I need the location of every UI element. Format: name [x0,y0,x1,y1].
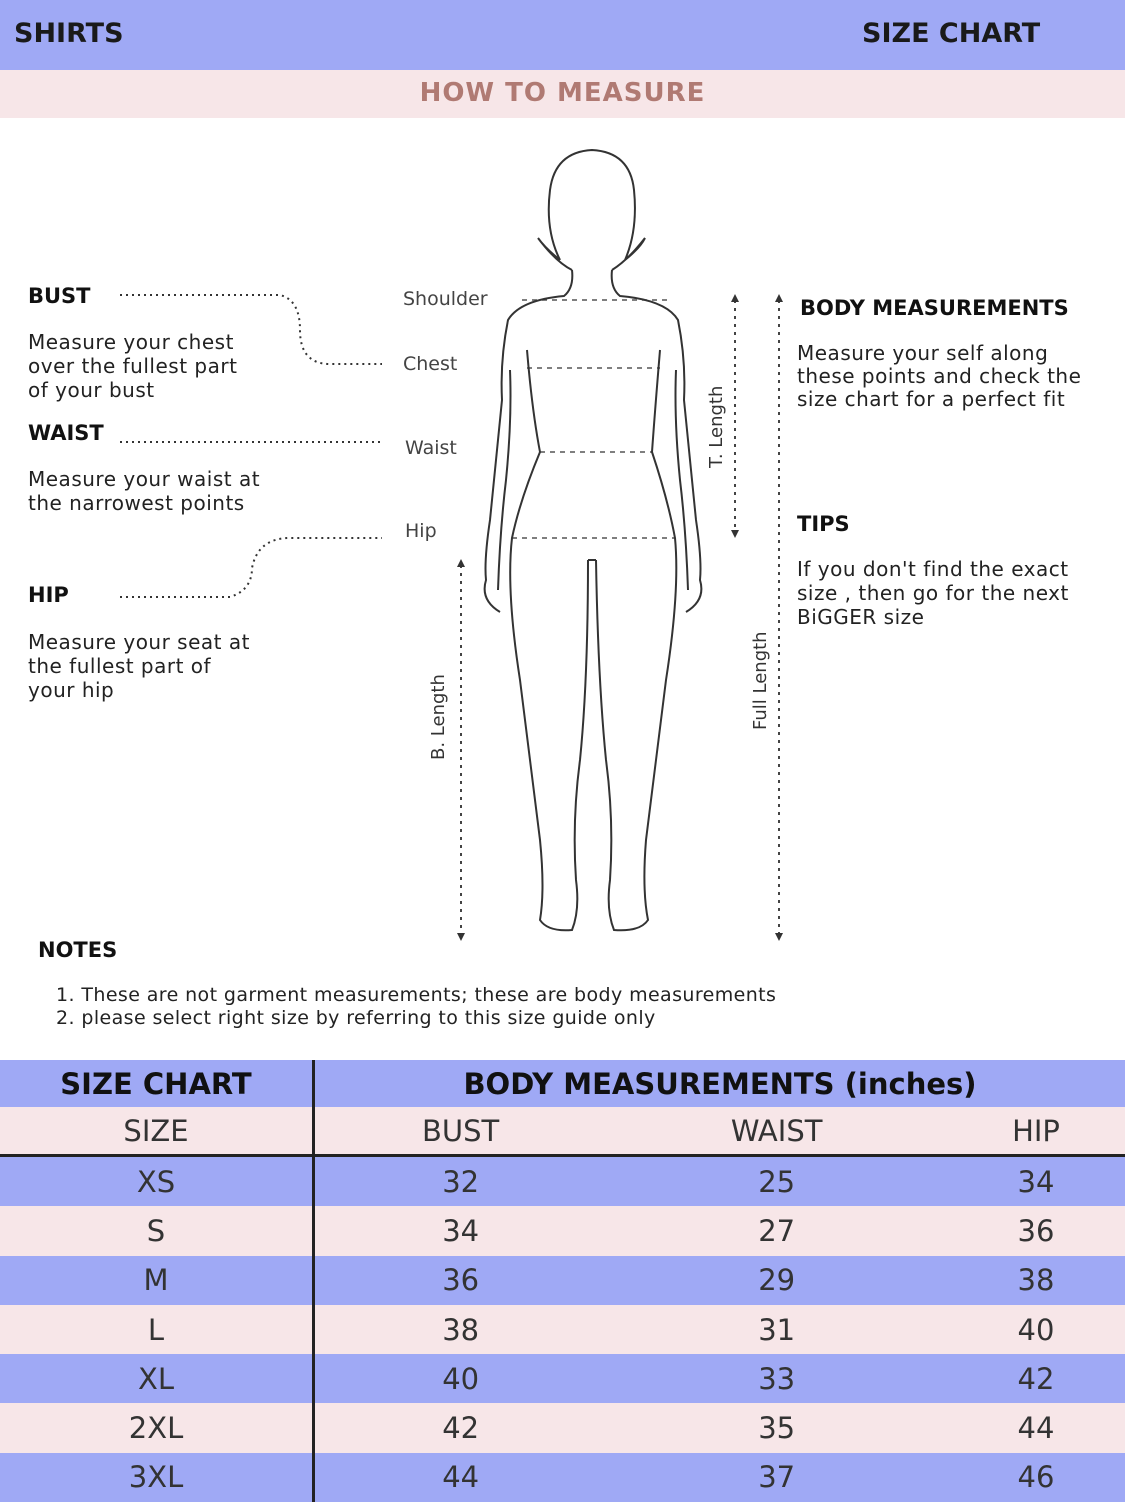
bust-cell: 36 [314,1256,607,1305]
notes-heading: NOTES [38,938,117,962]
bust-cell: 32 [314,1156,607,1207]
waist-cell: 37 [606,1453,947,1502]
waist-cell: 27 [606,1206,947,1255]
table-title: SIZE CHART [0,1060,314,1107]
length-arrows [461,300,779,935]
column-header: WAIST [606,1107,947,1156]
column-header: BUST [314,1107,607,1156]
hip-cell: 42 [947,1354,1125,1403]
size-cell: XL [0,1354,314,1403]
size-cell: 3XL [0,1453,314,1502]
hip-cell: 44 [947,1403,1125,1452]
top-header-bar: SHIRTS SIZE CHART [0,0,1125,70]
hip-cell: 38 [947,1256,1125,1305]
chart-title: SIZE CHART [862,18,1040,49]
bust-leader-line [120,295,382,364]
size-cell: XS [0,1156,314,1207]
table-row: XL 40 33 42 [0,1354,1125,1403]
bust-cell: 38 [314,1305,607,1354]
table-row: M 36 29 38 [0,1256,1125,1305]
waist-cell: 31 [606,1305,947,1354]
hip-leader-line [120,538,382,597]
note-item: 2. please select right size by referring… [56,1007,776,1030]
category-title: SHIRTS [14,18,124,49]
waist-cell: 35 [606,1403,947,1452]
table-title-row: SIZE CHART BODY MEASUREMENTS (inches) [0,1060,1125,1107]
size-cell: S [0,1206,314,1255]
how-to-measure-title: HOW TO MEASURE [0,78,1125,108]
table-row: L 38 31 40 [0,1305,1125,1354]
note-item: 1. These are not garment measurements; t… [56,984,776,1007]
bust-cell: 34 [314,1206,607,1255]
table-row: 3XL 44 37 46 [0,1453,1125,1502]
table-row: S 34 27 36 [0,1206,1125,1255]
hip-cell: 46 [947,1453,1125,1502]
table-column-header-row: SIZE BUST WAIST HIP [0,1107,1125,1156]
waist-cell: 29 [606,1256,947,1305]
bust-cell: 40 [314,1354,607,1403]
table-group-header: BODY MEASUREMENTS (inches) [314,1060,1125,1107]
body-figure-illustration [0,120,1125,950]
table-row: 2XL 42 35 44 [0,1403,1125,1452]
hip-cell: 40 [947,1305,1125,1354]
waist-cell: 25 [606,1156,947,1207]
notes-list: 1. These are not garment measurements; t… [56,984,776,1030]
column-header: HIP [947,1107,1125,1156]
how-to-measure-bar: HOW TO MEASURE [0,70,1125,118]
size-cell: L [0,1305,314,1354]
leader-lines [120,295,382,597]
measure-guides [512,300,675,538]
arrow-heads [457,294,783,941]
hip-cell: 34 [947,1156,1125,1207]
hip-cell: 36 [947,1206,1125,1255]
waist-cell: 33 [606,1354,947,1403]
table-row: XS 32 25 34 [0,1156,1125,1207]
size-cell: M [0,1256,314,1305]
bust-cell: 44 [314,1453,607,1502]
body-measurements-heading: BODY MEASUREMENTS [800,296,1069,320]
size-cell: 2XL [0,1403,314,1452]
figure-outline [485,150,702,930]
size-chart-table: SIZE CHART BODY MEASUREMENTS (inches) SI… [0,1060,1125,1502]
tips-heading: TIPS [797,512,850,536]
column-header: SIZE [0,1107,314,1156]
bust-cell: 42 [314,1403,607,1452]
